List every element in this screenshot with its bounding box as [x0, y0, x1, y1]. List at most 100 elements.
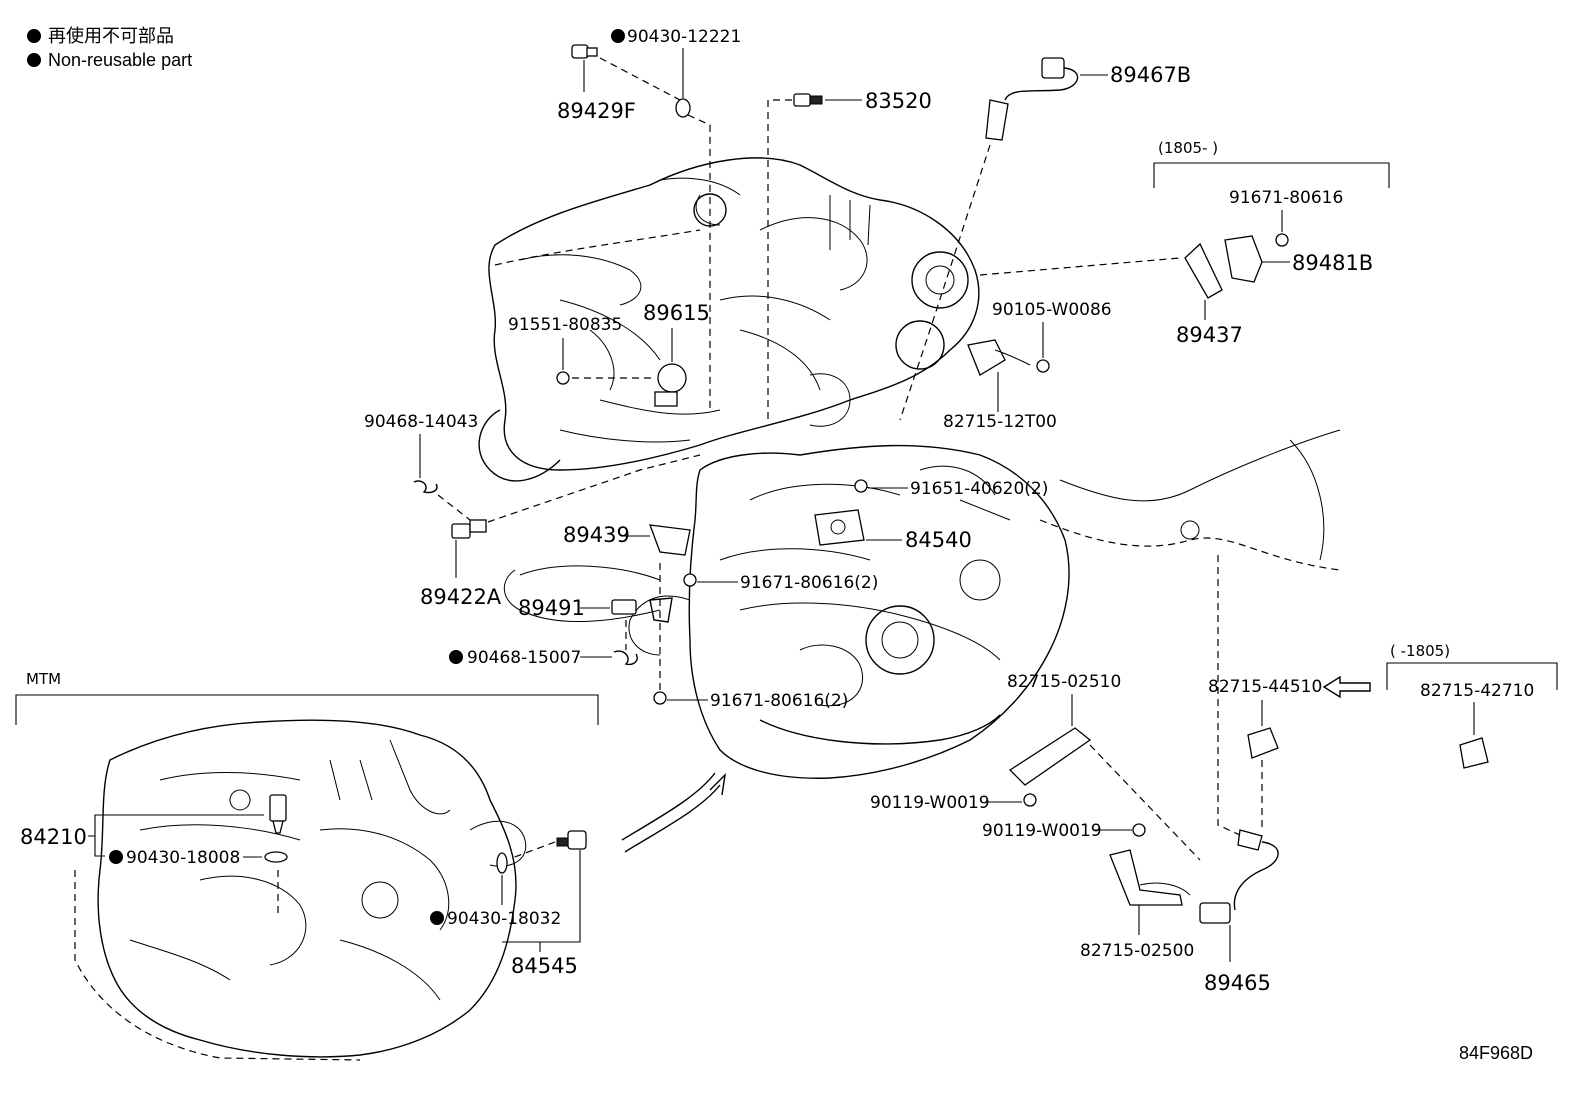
gasket-ring-icon	[496, 852, 508, 874]
part-82715-02500[interactable]: 82715-02500	[1080, 849, 1194, 961]
part-label: 90119-W0019	[870, 793, 990, 813]
switch-body-icon	[269, 794, 287, 822]
part-label: 90105-W0086	[992, 300, 1112, 320]
part-label: 89429F	[557, 99, 636, 123]
sensor-tip-icon	[469, 519, 487, 533]
part-89615[interactable]: 89615	[643, 301, 710, 407]
sensor-body-icon	[586, 47, 598, 57]
part-label: 89481B	[1292, 251, 1373, 275]
bolt-icon	[683, 573, 697, 587]
part-label: 84540	[905, 528, 972, 552]
part-89439[interactable]: 89439	[563, 523, 691, 556]
sensor-connector-icon	[1041, 57, 1065, 79]
bolt-icon	[653, 691, 667, 705]
part-label: 83520	[865, 89, 932, 113]
bolt-icon	[854, 479, 868, 493]
part-89481B[interactable]: 89481B	[1224, 235, 1373, 283]
gasket-ring-icon	[675, 98, 691, 118]
bracket-icon	[649, 524, 691, 556]
part-label: 90430-18032	[447, 909, 561, 929]
part-90468-14043[interactable]: 90468-14043	[364, 412, 478, 521]
part-91671-80616-top[interactable]: 91671-80616	[1229, 188, 1343, 247]
speed-sensor-icon	[611, 599, 637, 615]
mtm-label: MTM	[26, 670, 61, 688]
part-label: 91671-80616	[1229, 188, 1343, 208]
sensor-body-icon	[1224, 235, 1263, 283]
part-89422A[interactable]: 89422A	[420, 454, 701, 609]
part-label: 89467B	[1110, 63, 1191, 87]
non-reusable-bullet-icon	[109, 850, 123, 864]
date-before-label: ( -1805)	[1390, 642, 1450, 660]
part-label: 89465	[1204, 971, 1271, 995]
switch-tip-icon	[809, 95, 823, 105]
part-label: 91551-80835	[508, 315, 622, 335]
part-89465[interactable]: 89465	[1199, 555, 1279, 995]
part-83520[interactable]: 83520	[767, 89, 932, 420]
part-90119-W0019-a[interactable]: 90119-W0019	[870, 793, 1037, 813]
part-91671-80616-2a[interactable]: 91671-80616(2)	[683, 573, 878, 593]
sensor-connector-icon	[571, 44, 589, 59]
switch-body-icon	[567, 830, 587, 850]
sensor-connector-icon	[1199, 902, 1231, 924]
part-label: 82715-02500	[1080, 941, 1194, 961]
part-90430-12221[interactable]: 90430-12221	[599, 27, 741, 410]
part-90105-W0086[interactable]: 90105-W0086	[992, 300, 1112, 373]
part-label: 90430-18008	[126, 848, 240, 868]
part-82715-44510[interactable]: 82715-44510	[1208, 675, 1371, 830]
part-91671-80616-2b[interactable]: 91671-80616(2)	[653, 560, 848, 711]
part-84540[interactable]: 84540	[814, 509, 972, 552]
part-label: 82715-12T00	[943, 412, 1057, 432]
knock-sensor-icon	[657, 363, 687, 393]
sensor-tip-icon	[1237, 829, 1263, 851]
wire-bracket-icon	[1109, 849, 1183, 906]
part-89491[interactable]: 89491	[518, 596, 673, 623]
part-91651-40620[interactable]: 91651-40620(2)	[854, 479, 1048, 499]
wire-clamp-icon	[1459, 737, 1489, 769]
part-label: 91671-80616(2)	[710, 691, 848, 711]
bolt-icon	[1275, 233, 1289, 247]
hollow-arrow-icon	[1322, 675, 1371, 699]
oxygen-sensor-icon	[985, 99, 1009, 141]
date-after-label: (1805- )	[1158, 139, 1218, 157]
non-reusable-bullet-icon	[449, 650, 463, 664]
part-90119-W0019-b[interactable]: 90119-W0019	[982, 821, 1146, 841]
part-82715-42710[interactable]: 82715-42710	[1420, 681, 1534, 769]
clip-icon	[413, 480, 438, 494]
part-84210[interactable]: 84210	[20, 794, 287, 915]
bracket-icon	[1184, 242, 1223, 299]
non-reusable-bullet-icon	[430, 911, 444, 925]
part-89429F[interactable]: 89429F	[557, 44, 636, 123]
part-label: 90119-W0019	[982, 821, 1102, 841]
wire-clamp-icon	[1247, 727, 1279, 759]
part-label: 91671-80616(2)	[740, 573, 878, 593]
bolt-icon	[556, 371, 570, 385]
date-group-before: ( -1805)	[1386, 642, 1558, 690]
part-label: 90430-12221	[627, 27, 741, 47]
part-label: 89615	[643, 301, 710, 325]
part-91551-80835[interactable]: 91551-80835	[508, 315, 655, 385]
part-84545[interactable]: 84545	[502, 830, 587, 978]
part-89467B[interactable]: 89467B	[899, 57, 1191, 421]
non-reusable-bullet-icon	[27, 53, 41, 67]
clip-icon	[613, 650, 638, 666]
part-label: 89437	[1176, 323, 1243, 347]
part-label: 89491	[518, 596, 585, 620]
part-90468-15007[interactable]: 90468-15007	[449, 620, 638, 668]
part-label: 91651-40620(2)	[910, 479, 1048, 499]
part-label: 82715-42710	[1420, 681, 1534, 701]
part-label: 82715-02510	[1007, 672, 1121, 692]
connector-icon	[654, 391, 678, 407]
legend-jp: 再使用不可部品	[48, 26, 174, 46]
switch-body-icon	[793, 93, 811, 107]
non-reusable-bullet-icon	[27, 29, 41, 43]
part-90430-18008[interactable]: 90430-18008	[109, 848, 288, 868]
non-reusable-bullet-icon	[611, 29, 625, 43]
gasket-ring-icon	[264, 851, 288, 863]
bolt-icon	[1036, 359, 1050, 373]
part-82715-12T00[interactable]: 82715-12T00	[943, 339, 1057, 432]
part-90430-18032[interactable]: 90430-18032	[430, 852, 561, 929]
part-82715-02510[interactable]: 82715-02510	[1007, 672, 1201, 861]
part-89437[interactable]: 89437	[979, 242, 1243, 347]
legend-en: Non-reusable part	[48, 50, 192, 70]
